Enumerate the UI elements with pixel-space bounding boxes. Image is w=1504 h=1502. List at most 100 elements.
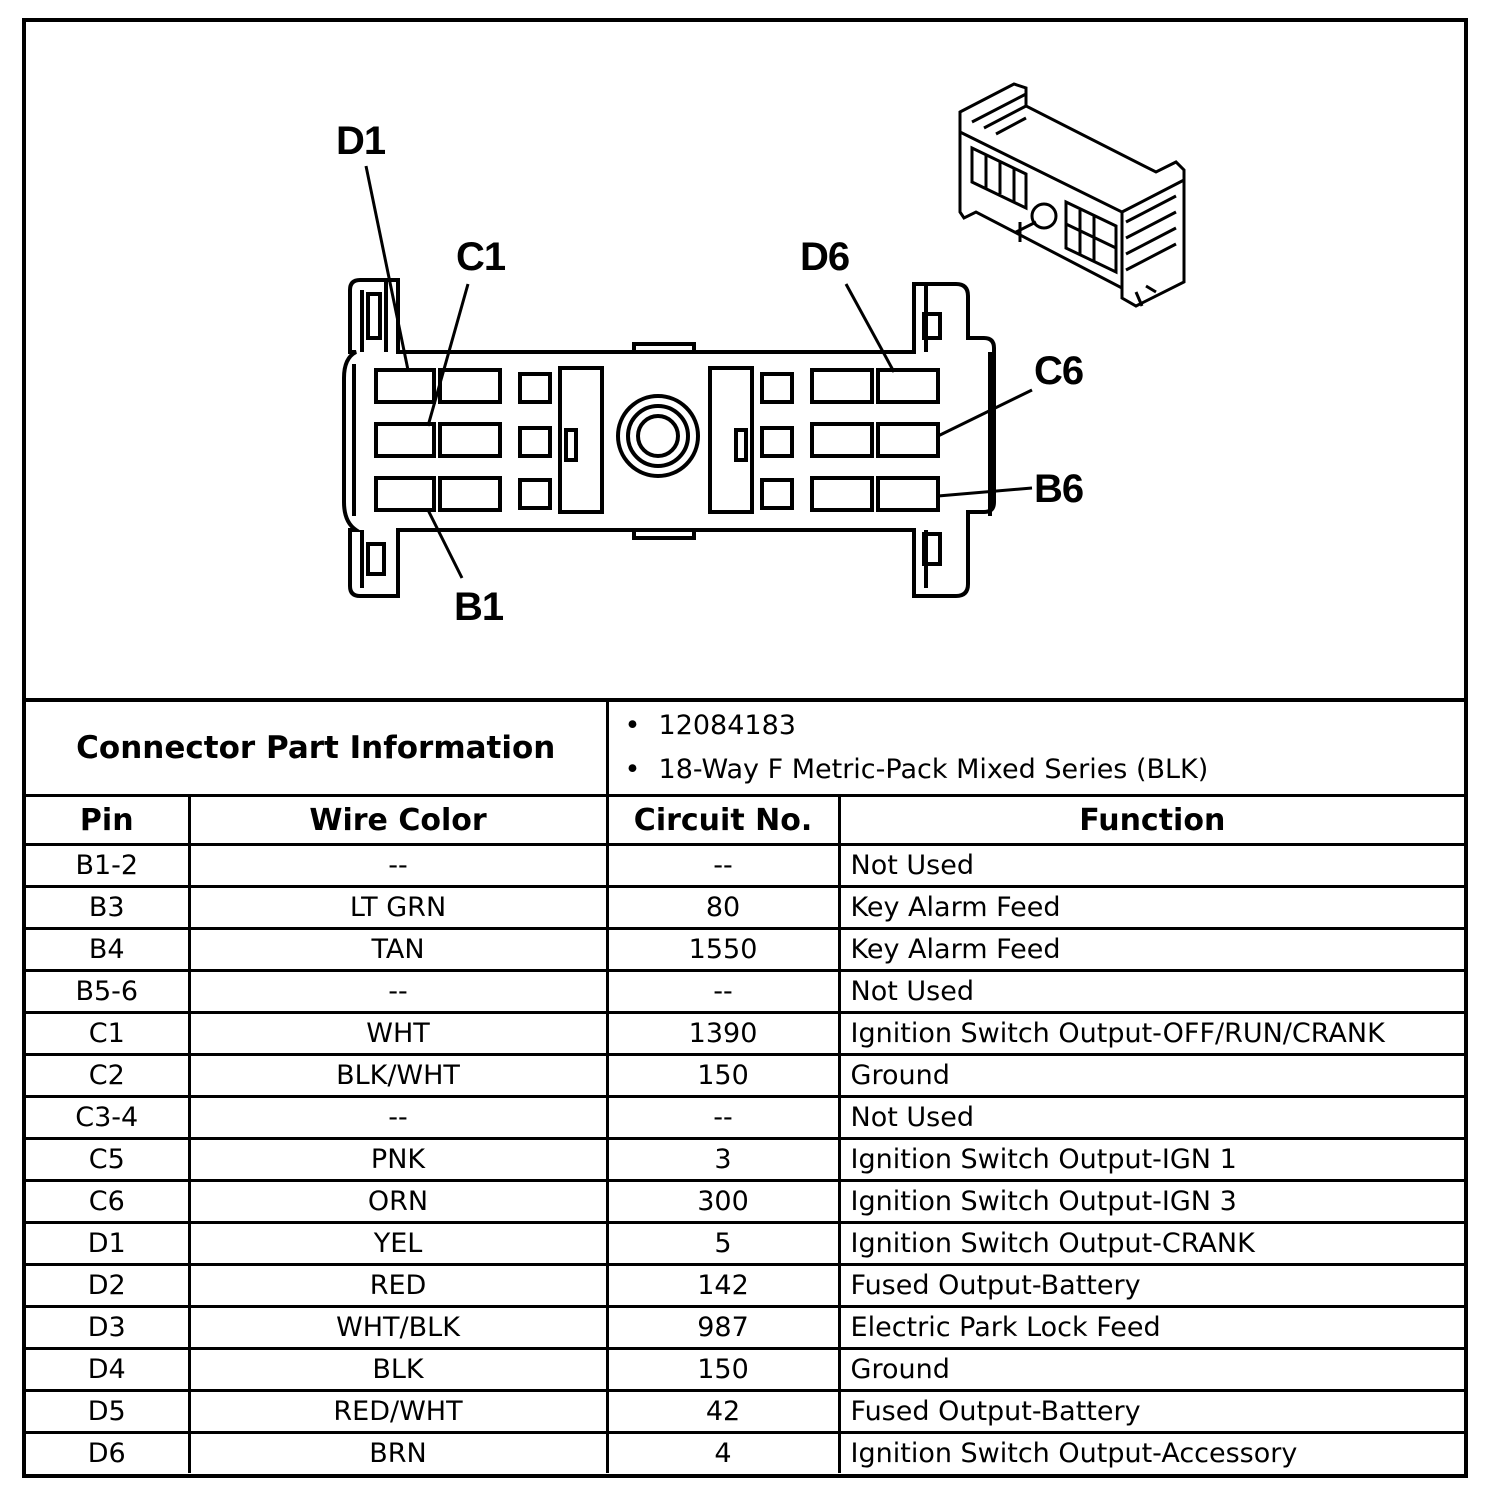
- pinout-table: Connector Part Information 12084183 18-W…: [26, 702, 1465, 1473]
- table-row: C3-4----Not Used: [26, 1095, 1465, 1140]
- connector-description: 18-Way F Metric-Pack Mixed Series (BLK): [625, 748, 1465, 792]
- connector-face-drawing: D1 C1 D6 C6 B6 B1: [336, 82, 1186, 629]
- pin-cell: C2: [26, 1053, 191, 1098]
- pin-cavities: [374, 366, 940, 514]
- cavity-d4: [760, 372, 794, 404]
- cavity-b6: [876, 476, 940, 512]
- connector-housing: [342, 278, 996, 598]
- wire-color-cell: --: [187, 1095, 609, 1140]
- function-cell: Key Alarm Feed: [837, 927, 1465, 972]
- circuit-no-cell: 150: [605, 1347, 841, 1392]
- cavity-b2: [438, 476, 502, 512]
- cavity-d6: [876, 368, 940, 404]
- pin-cell: D1: [26, 1221, 191, 1266]
- function-cell: Ignition Switch Output-CRANK: [837, 1221, 1465, 1266]
- connector-info-label: Connector Part Information: [26, 702, 609, 797]
- pin-cell: C3-4: [26, 1095, 191, 1140]
- wire-color-cell: LT GRN: [187, 885, 609, 930]
- wire-color-cell: BLK: [187, 1347, 609, 1392]
- header-pin: Pin: [26, 794, 191, 846]
- function-cell: Ignition Switch Output-OFF/RUN/CRANK: [837, 1011, 1465, 1056]
- connector-3d-thumbnail: [958, 82, 1186, 308]
- table-row: B5-6----Not Used: [26, 969, 1465, 1014]
- connector-info-list: 12084183 18-Way F Metric-Pack Mixed Seri…: [605, 702, 1465, 797]
- right-latch-block: [708, 366, 754, 514]
- circuit-no-cell: 987: [605, 1305, 841, 1350]
- function-cell: Not Used: [837, 844, 1465, 888]
- leader-lines: [364, 165, 1033, 579]
- function-cell: Ground: [837, 1053, 1465, 1098]
- function-cell: Electric Park Lock Feed: [837, 1305, 1465, 1350]
- circuit-no-cell: 150: [605, 1053, 841, 1098]
- cavity-b5: [810, 476, 874, 512]
- connector-diagram: D1 C1 D6 C6 B6 B1: [26, 22, 1464, 702]
- pin-cell: C5: [26, 1137, 191, 1182]
- wire-color-cell: BLK/WHT: [187, 1053, 609, 1098]
- circuit-no-cell: --: [605, 844, 841, 888]
- wire-color-cell: BRN: [187, 1431, 609, 1473]
- header-circuit-no: Circuit No.: [605, 794, 841, 846]
- center-post-outer: [616, 394, 700, 478]
- circuit-no-cell: 80: [605, 885, 841, 930]
- pin-cell: D2: [26, 1263, 191, 1308]
- wire-color-cell: WHT/BLK: [187, 1305, 609, 1350]
- cavity-c3: [518, 426, 552, 458]
- function-cell: Fused Output-Battery: [837, 1263, 1465, 1308]
- label-c6: C6: [1034, 349, 1083, 393]
- wire-color-cell: YEL: [187, 1221, 609, 1266]
- circuit-no-cell: 5: [605, 1221, 841, 1266]
- function-cell: Not Used: [837, 969, 1465, 1014]
- part-number: 12084183: [625, 704, 1465, 748]
- cavity-b1: [374, 476, 436, 512]
- pin-cell: D6: [26, 1431, 191, 1473]
- function-cell: Ignition Switch Output-IGN 3: [837, 1179, 1465, 1224]
- pin-cell: B1-2: [26, 844, 191, 888]
- label-b1: B1: [454, 585, 504, 629]
- table-row: B1-2----Not Used: [26, 844, 1465, 888]
- wire-color-cell: RED: [187, 1263, 609, 1308]
- cavity-c4: [760, 426, 794, 458]
- pin-cell: C1: [26, 1011, 191, 1056]
- center-post-inner: [636, 414, 680, 458]
- cavity-b3: [518, 478, 552, 510]
- connector-info-row: Connector Part Information 12084183 18-W…: [26, 702, 1465, 797]
- function-cell: Ignition Switch Output-IGN 1: [837, 1137, 1465, 1182]
- pin-cell: D3: [26, 1305, 191, 1350]
- pin-cell: B5-6: [26, 969, 191, 1014]
- cavity-c5: [810, 422, 874, 458]
- label-d6: D6: [800, 235, 849, 279]
- function-cell: Ground: [837, 1347, 1465, 1392]
- circuit-no-cell: --: [605, 969, 841, 1014]
- circuit-no-cell: 142: [605, 1263, 841, 1308]
- circuit-no-cell: 300: [605, 1179, 841, 1224]
- pin-cell: B3: [26, 885, 191, 930]
- label-c1: C1: [456, 235, 506, 279]
- function-cell: Ignition Switch Output-Accessory: [837, 1431, 1465, 1473]
- circuit-no-cell: 4: [605, 1431, 841, 1473]
- cavity-d1: [374, 368, 436, 404]
- table-header-row: Pin Wire Color Circuit No. Function: [26, 794, 1465, 846]
- cavity-c1: [374, 422, 436, 458]
- cavity-d3: [518, 372, 552, 404]
- function-cell: Fused Output-Battery: [837, 1389, 1465, 1434]
- circuit-no-cell: 3: [605, 1137, 841, 1182]
- pin-cell: C6: [26, 1179, 191, 1224]
- cavity-d5: [810, 368, 874, 404]
- circuit-no-cell: 1550: [605, 927, 841, 972]
- wire-color-cell: PNK: [187, 1137, 609, 1182]
- pin-cell: B4: [26, 927, 191, 972]
- cavity-d2: [438, 368, 502, 404]
- function-cell: Not Used: [837, 1095, 1465, 1140]
- wire-color-cell: WHT: [187, 1011, 609, 1056]
- label-b6: B6: [1034, 467, 1083, 511]
